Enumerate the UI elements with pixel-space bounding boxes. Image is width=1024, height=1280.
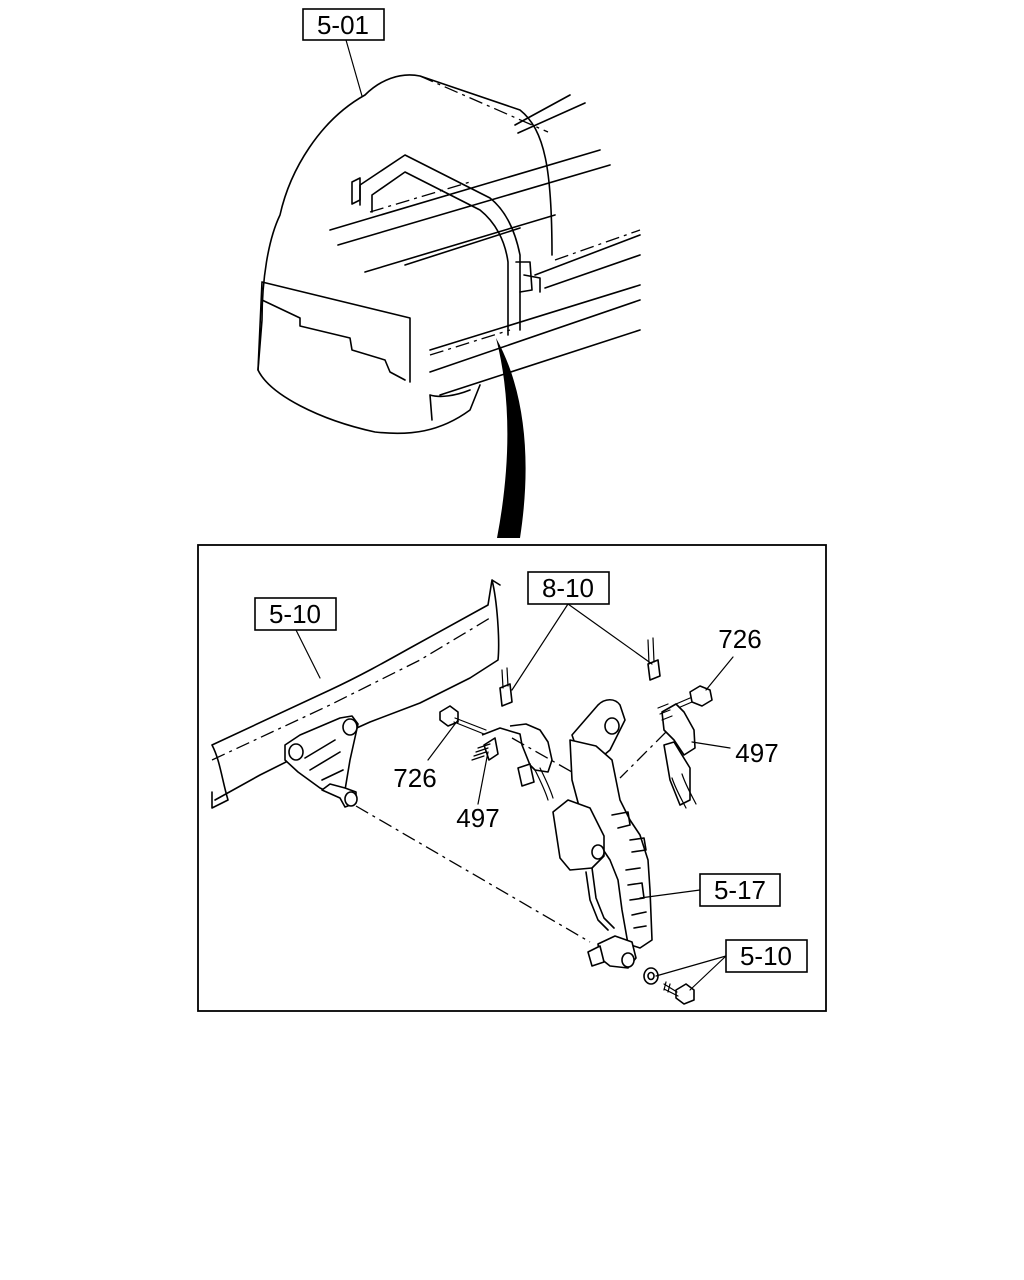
sensor-rod-left-stem (501, 667, 509, 689)
clip-left-label: 497 (456, 803, 499, 833)
washer-hole (647, 971, 655, 981)
mount-to-lever-line (355, 805, 591, 943)
lever-rod (585, 867, 615, 931)
leader-lower-bolt-washer (655, 955, 727, 977)
right-clip-assembly (657, 685, 713, 809)
frame-ref-label: 5-10 (269, 599, 321, 629)
left-bolt-head (439, 705, 459, 727)
frame-hidden-lines (369, 181, 641, 356)
guard-bar (359, 154, 521, 336)
leader-frame-ref (295, 629, 321, 679)
sensor-rod-left (499, 683, 513, 707)
leader-sensor-ref-right (567, 603, 653, 665)
sensor-rod-right-stem (647, 637, 655, 665)
ref-5-01-label: 5-01 (317, 10, 369, 40)
leader-lower-bolt (689, 955, 727, 991)
lower-bolt-head (675, 983, 695, 1005)
bracket-ref-box (699, 873, 781, 907)
leader-sensor-ref-left (511, 603, 569, 691)
right-clip-screw-thread (657, 703, 673, 721)
sensor-rods (499, 637, 661, 707)
left-clip-screw-thread (471, 743, 491, 761)
cab-body-outline (257, 74, 553, 435)
mount-bracket-hole-top (342, 718, 358, 736)
frame-member (211, 579, 501, 809)
frame-rail-lines (329, 94, 641, 396)
bolt-upper-right-label: 726 (718, 624, 761, 654)
leader-clip-left (477, 751, 489, 805)
sensor-lever-assembly (552, 698, 653, 969)
left-clip-wire (534, 767, 554, 801)
frame-member-outline (211, 579, 501, 809)
mount-bracket-hole-left (288, 743, 304, 761)
frame-member-hidden-line (211, 617, 491, 761)
bolt-lower-ref-label: 5-10 (740, 941, 792, 971)
leader-clip-right (691, 741, 731, 749)
lower-bolt-shank (663, 981, 679, 997)
sensor-rod-right (647, 659, 661, 681)
sensor-ref-box (527, 571, 610, 605)
lever-bracket-pivot (591, 844, 605, 860)
lever-upper-pivot (604, 717, 620, 735)
bolt-lower-ref-box (725, 939, 808, 973)
guard-bar-bracket-left (351, 177, 361, 205)
clip-right-label: 497 (735, 738, 778, 768)
mount-bracket-pin-end (344, 791, 358, 807)
ref-5-01-leader (345, 39, 363, 97)
cab-overview: 5-01 (257, 8, 641, 538)
cab-roof-hidden-line (419, 75, 549, 133)
lever-notches (611, 811, 647, 929)
lever-lower-pin (587, 945, 605, 967)
mount-bracket-plate (284, 715, 359, 796)
cab-front-face (257, 281, 411, 383)
mount-bracket-ribs (304, 739, 344, 781)
right-bolt-head (689, 685, 713, 707)
lower-fasteners (643, 967, 695, 1005)
right-bolt-shank (675, 697, 693, 709)
lever-lower-pivot (621, 952, 635, 968)
detail-panel: 5-10 8-10 726 497 726 497 5-17 5-10 (197, 544, 827, 1012)
leader-bracket-ref (639, 889, 701, 899)
leader-bolt-upper-right (705, 656, 734, 691)
leader-clip-right-hidden (619, 731, 667, 779)
leader-clip-left-hidden (511, 737, 573, 773)
frame-mount-bracket (284, 715, 359, 808)
frame-ref-box (254, 597, 337, 631)
sensor-ref-label: 8-10 (542, 573, 594, 603)
cab-lower-edge (429, 389, 471, 421)
left-clip-assembly (439, 705, 554, 801)
bracket-ref-label: 5-17 (714, 875, 766, 905)
zoom-pointer-arrow (496, 338, 526, 538)
right-clip-wire (671, 773, 697, 809)
right-clip-tab (663, 741, 691, 806)
left-clip-tab (517, 763, 535, 787)
left-bolt-shank (453, 717, 487, 735)
ref-5-01-box (302, 8, 385, 41)
leader-lines (295, 603, 734, 991)
part-labels: 5-10 8-10 726 497 726 497 5-17 5-10 (254, 571, 808, 973)
guard-bar-bracket (515, 261, 541, 293)
bolt-left-label: 726 (393, 763, 436, 793)
leader-bolt-left (427, 719, 459, 761)
detail-frame (197, 544, 827, 1012)
